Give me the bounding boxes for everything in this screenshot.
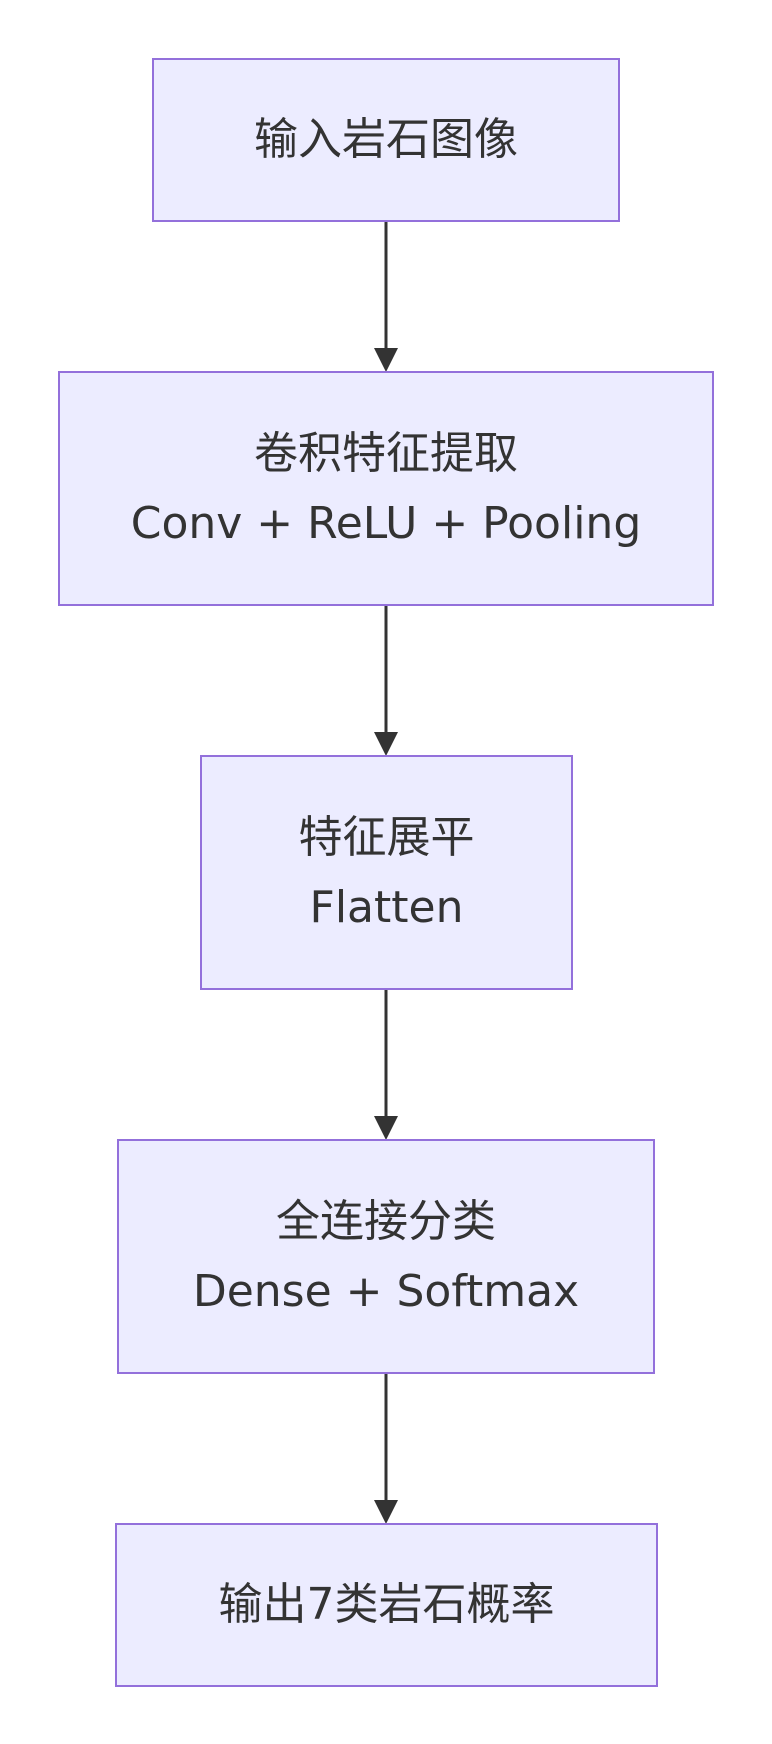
- node-conv-label-en: Conv + ReLU + Pooling: [130, 497, 642, 549]
- node-output-label: 输出7类岩石概率: [218, 1579, 555, 1630]
- edge-conv-to-flatten: [374, 606, 398, 756]
- node-input-image: 输入岩石图像: [152, 58, 620, 222]
- node-output-probabilities: 输出7类岩石概率: [115, 1523, 658, 1687]
- node-dense-classification: 全连接分类 Dense + Softmax: [117, 1139, 655, 1374]
- edge-flatten-to-dense: [374, 990, 398, 1140]
- node-dense-label-en: Dense + Softmax: [192, 1265, 580, 1317]
- node-conv-feature-extraction: 卷积特征提取 Conv + ReLU + Pooling: [58, 371, 714, 606]
- node-flatten-label-cn: 特征展平: [298, 811, 475, 863]
- node-flatten-label-en: Flatten: [309, 881, 464, 933]
- node-dense-label-cn: 全连接分类: [276, 1195, 496, 1247]
- node-conv-label-cn: 卷积特征提取: [254, 427, 518, 479]
- edge-dense-to-output: [374, 1374, 398, 1524]
- node-flatten: 特征展平 Flatten: [200, 755, 573, 990]
- edge-input-to-conv: [374, 222, 398, 372]
- node-input-image-label: 输入岩石图像: [254, 114, 518, 165]
